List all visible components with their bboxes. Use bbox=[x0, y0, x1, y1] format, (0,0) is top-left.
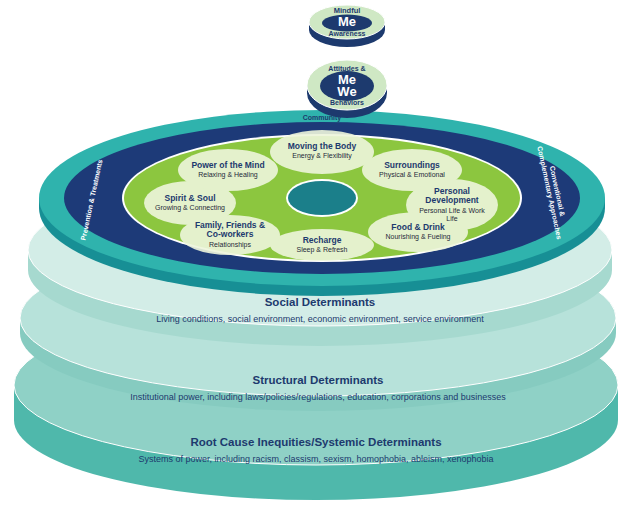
node-subtext: Me bbox=[338, 15, 356, 29]
ring-label: Prevention & Treatments bbox=[79, 154, 106, 246]
me-we-disc: Attitudes &Me WeBehaviors bbox=[310, 65, 384, 107]
node-heading: Mindful bbox=[334, 7, 361, 15]
mindful-disc: MindfulMeAwareness bbox=[312, 7, 382, 37]
flower-ground bbox=[124, 136, 520, 260]
small-disc-top bbox=[309, 5, 385, 39]
node-heading: Moving the Body bbox=[288, 142, 356, 151]
flower-petal: SurroundingsPhysical & Emotional bbox=[371, 161, 453, 179]
determinant-tier: Structural DeterminantsInstitutional pow… bbox=[38, 374, 598, 403]
node-subtext: Personal Life & Work Life bbox=[417, 207, 487, 223]
flower-petal: RechargeSleep & Refresh bbox=[279, 236, 365, 254]
node-heading: Recharge bbox=[303, 236, 342, 245]
disc-rim bbox=[39, 110, 605, 286]
flower-petal: Personal DevelopmentPersonal Life & Work… bbox=[417, 187, 487, 223]
node-subtext: Behaviors bbox=[330, 99, 364, 107]
node-heading: Spirit & Soul bbox=[165, 194, 216, 203]
ring-heading: Community bbox=[282, 114, 362, 122]
center-hole bbox=[288, 181, 356, 215]
node-subtext: Energy & Flexibility bbox=[292, 152, 352, 160]
node-heading: Root Cause Inequities/Systemic Determina… bbox=[190, 436, 441, 449]
node-heading: Power of the Mind bbox=[191, 161, 264, 170]
node-heading: Structural Determinants bbox=[252, 374, 383, 387]
node-subtext: Physical & Emotional bbox=[379, 171, 445, 179]
flower-petal: Moving the BodyEnergy & Flexibility bbox=[279, 142, 365, 160]
node-heading: Surroundings bbox=[384, 161, 440, 170]
disc-ring-edge bbox=[122, 134, 522, 262]
node-heading: Social Determinants bbox=[265, 296, 376, 309]
node-subtext: Institutional power, including laws/poli… bbox=[130, 393, 506, 404]
node-heading: Family, Friends & Co-workers bbox=[192, 221, 268, 240]
disc-ring bbox=[64, 122, 580, 274]
flower-petal: Power of the MindRelaxing & Healing bbox=[191, 161, 265, 179]
node-subtext: Relationships bbox=[209, 241, 251, 249]
determinant-tier: Social DeterminantsLiving conditions, so… bbox=[40, 296, 600, 325]
determinant-tier: Root Cause Inequities/Systemic Determina… bbox=[26, 436, 606, 465]
node-subtext: Sleep & Refresh bbox=[297, 246, 348, 254]
flower-petal: Food & DrinkNourishing & Fueling bbox=[377, 223, 459, 241]
small-disc-top bbox=[307, 60, 387, 110]
center-hole-edge bbox=[286, 179, 358, 217]
node-subtext: Nourishing & Fueling bbox=[386, 233, 451, 241]
node-subtext: Growing & Connecting bbox=[155, 204, 225, 212]
small-disc-center bbox=[322, 15, 372, 32]
node-subtext: Relaxing & Healing bbox=[198, 171, 258, 179]
flower-petal: Family, Friends & Co-workersRelationship… bbox=[192, 221, 268, 249]
node-heading: Personal Development bbox=[417, 187, 487, 206]
ring-label: Conventional & Complementary Approaches bbox=[535, 143, 571, 240]
node-heading: Attitudes & bbox=[328, 65, 365, 73]
flower-petals bbox=[144, 130, 498, 261]
node-subtext: Awareness bbox=[329, 29, 366, 37]
node-subtext: Living conditions, social environment, e… bbox=[156, 315, 484, 326]
node-subtext: Systems of power, including racism, clas… bbox=[138, 455, 493, 466]
flower-petal: Spirit & SoulGrowing & Connecting bbox=[153, 194, 227, 212]
wellness-disc: CommunityPrevention & Treatments Conventi… bbox=[39, 110, 605, 296]
node-heading: Food & Drink bbox=[391, 223, 444, 232]
node-subtext: Me We bbox=[334, 74, 360, 99]
small-disc-center bbox=[320, 71, 374, 101]
